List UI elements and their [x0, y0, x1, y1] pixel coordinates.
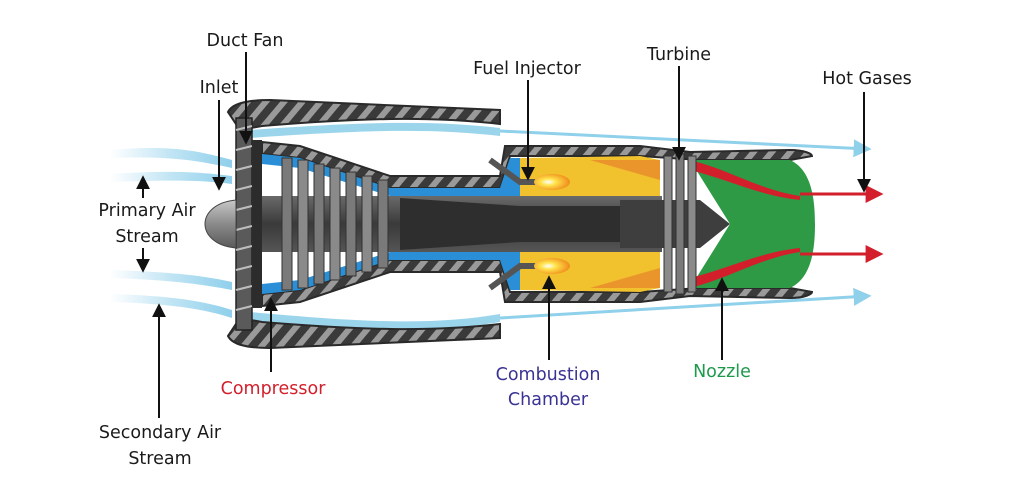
turbine-stages [663, 153, 697, 295]
label-duct-fan: Duct Fan [207, 31, 284, 51]
label-fuel-injector: Fuel Injector [473, 59, 581, 79]
compressor-stages [281, 157, 389, 291]
label-inlet: Inlet [200, 78, 239, 98]
duct-fan [235, 117, 262, 331]
label-combustion-line2: Chamber [508, 390, 589, 410]
label-turbine: Turbine [646, 45, 711, 65]
inlet-spinner [204, 199, 237, 249]
label-compressor: Compressor [221, 379, 327, 399]
fuel-injectors [488, 157, 570, 291]
engine-shaft [262, 196, 730, 252]
label-primary-air-line2: Stream [115, 227, 178, 247]
label-leaders [136, 52, 871, 418]
label-secondary-air-line2: Stream [128, 449, 191, 469]
label-combustion-line1: Combustion [496, 365, 601, 385]
exhaust-arrows [800, 185, 884, 263]
label-nozzle: Nozzle [693, 362, 751, 382]
label-secondary-air-line1: Secondary Air [99, 423, 222, 443]
label-primary-air-line1: Primary Air [98, 201, 196, 221]
label-hot-gases: Hot Gases [822, 69, 912, 89]
